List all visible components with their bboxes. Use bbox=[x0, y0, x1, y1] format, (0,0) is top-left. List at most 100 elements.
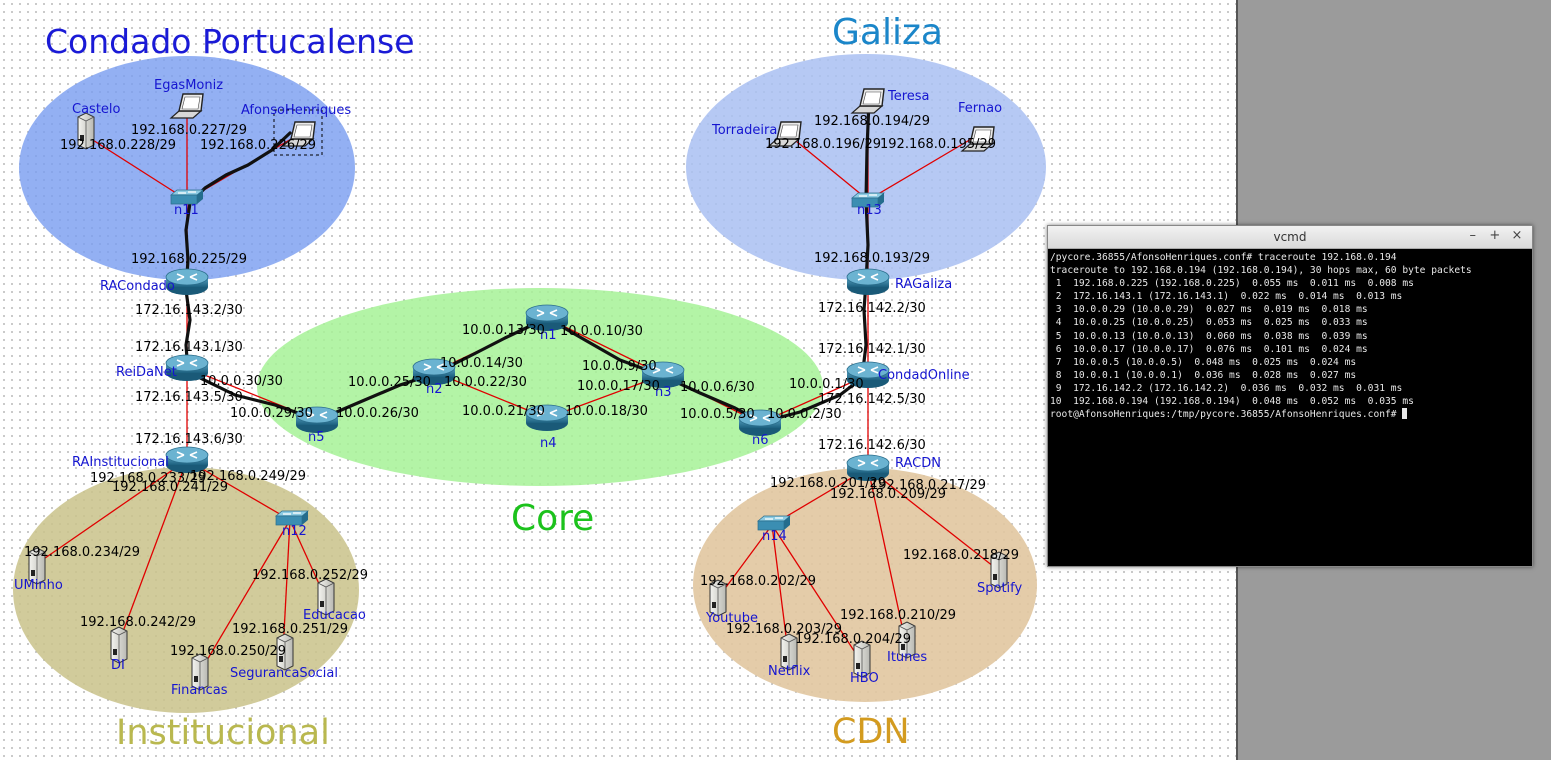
switch-n14[interactable] bbox=[757, 515, 791, 531]
terminal-line: 4 10.0.0.25 (10.0.0.25) 0.053 ms 0.025 m… bbox=[1050, 317, 1368, 329]
terminal-line: 5 10.0.0.13 (10.0.0.13) 0.060 ms 0.038 m… bbox=[1050, 330, 1368, 342]
node-label: Torradeira bbox=[711, 123, 777, 138]
address-label: 10.0.0.13/30 bbox=[462, 323, 545, 338]
address-label: 172.16.143.5/30 bbox=[135, 390, 243, 405]
address-label: 10.0.0.21/30 bbox=[462, 404, 545, 419]
condado-area-label: Condado Portucalense bbox=[45, 22, 415, 61]
address-label: 192.168.0.249/29 bbox=[190, 469, 306, 484]
address-label: 192.168.0.194/29 bbox=[814, 114, 930, 129]
terminal-line: 2 172.16.143.1 (172.16.143.1) 0.022 ms 0… bbox=[1050, 291, 1403, 303]
address-label: 192.168.0.203/29 bbox=[726, 622, 842, 637]
address-label: 192.168.0.195/29 bbox=[880, 137, 996, 152]
node-label: CondadOnline bbox=[878, 368, 970, 383]
address-label: 172.16.143.2/30 bbox=[135, 303, 243, 318]
node-label: HBO bbox=[850, 671, 879, 686]
address-label: 10.0.0.6/30 bbox=[680, 380, 755, 395]
node-label: n4 bbox=[540, 436, 557, 451]
address-label: 192.168.0.234/29 bbox=[24, 545, 140, 560]
terminal-cursor bbox=[1402, 408, 1408, 420]
address-label: 10.0.0.5/30 bbox=[680, 407, 755, 422]
address-label: 192.168.0.226/29 bbox=[200, 138, 316, 153]
terminal-line: 7 10.0.0.5 (10.0.0.5) 0.048 ms 0.025 ms … bbox=[1050, 356, 1357, 368]
address-label: 192.168.0.218/29 bbox=[903, 548, 1019, 563]
address-label: 172.16.143.6/30 bbox=[135, 432, 243, 447]
core-area-label: Core bbox=[511, 498, 594, 539]
address-label: 192.168.0.241/29 bbox=[112, 480, 228, 495]
node-label: ReiDaNet bbox=[116, 365, 177, 380]
node-label: n11 bbox=[174, 203, 199, 218]
node-label: AfonsoHenriques bbox=[241, 103, 351, 118]
node-label: Youtube bbox=[705, 611, 758, 626]
close-button[interactable]: × bbox=[1511, 228, 1523, 243]
address-label: 172.16.142.1/30 bbox=[818, 342, 926, 357]
node-label: Teresa bbox=[887, 89, 930, 104]
address-label: 10.0.0.14/30 bbox=[440, 356, 523, 371]
terminal-prompt: root@AfonsoHenriques:/tmp/pycore.36855/A… bbox=[1050, 409, 1403, 421]
terminal-line: 1 192.168.0.225 (192.168.0.225) 0.055 ms… bbox=[1050, 278, 1414, 290]
terminal-prompt-line[interactable]: root@AfonsoHenriques:/tmp/pycore.36855/A… bbox=[1050, 408, 1530, 421]
traceroute-path bbox=[184, 98, 871, 424]
window-title: vcmd bbox=[1273, 230, 1307, 244]
terminal-line: 3 10.0.0.29 (10.0.0.29) 0.027 ms 0.019 m… bbox=[1050, 304, 1368, 316]
node-label: EgasMoniz bbox=[154, 78, 223, 93]
address-label: 10.0.0.30/30 bbox=[200, 374, 283, 389]
terminal-line: traceroute to 192.168.0.194 (192.168.0.1… bbox=[1050, 265, 1472, 277]
node-label: SegurancaSocial bbox=[230, 666, 338, 681]
node-label: DI bbox=[111, 658, 125, 673]
node-label: UMinho bbox=[14, 578, 63, 593]
node-label: n14 bbox=[762, 529, 787, 544]
node-label: n2 bbox=[426, 382, 443, 397]
node-label: n12 bbox=[282, 524, 307, 539]
switch-n11[interactable] bbox=[170, 189, 204, 205]
address-label: 10.0.0.1/30 bbox=[789, 377, 864, 392]
address-label: 172.16.142.2/30 bbox=[818, 301, 926, 316]
address-label: 172.16.143.1/30 bbox=[135, 340, 243, 355]
node-label: n5 bbox=[308, 430, 325, 445]
address-label: 192.168.0.201/29 bbox=[770, 476, 886, 491]
address-label: 10.0.0.22/30 bbox=[444, 375, 527, 390]
router-ragaliza[interactable] bbox=[846, 268, 890, 296]
galiza-area-label: Galiza bbox=[832, 12, 943, 53]
window-titlebar[interactable]: vcmd – + × bbox=[1048, 226, 1532, 249]
address-label: 10.0.0.26/30 bbox=[336, 406, 419, 421]
node-label: RACDN bbox=[895, 456, 941, 471]
address-label: 10.0.0.17/30 bbox=[577, 379, 660, 394]
core-area[interactable] bbox=[257, 288, 823, 486]
terminal-line: 10 192.168.0.194 (192.168.0.194) 0.048 m… bbox=[1050, 396, 1414, 408]
vcmd-terminal-window[interactable]: vcmd – + × /pycore.36855/AfonsoHenriques… bbox=[1047, 225, 1533, 567]
terminal-line: /pycore.36855/AfonsoHenriques.conf# trac… bbox=[1050, 252, 1397, 263]
address-label: 192.168.0.225/29 bbox=[131, 252, 247, 267]
minimize-button[interactable]: – bbox=[1469, 228, 1476, 243]
node-label: Spotify bbox=[977, 581, 1023, 596]
address-label: 192.168.0.233/29 bbox=[90, 471, 206, 486]
node-label: Netflix bbox=[768, 664, 811, 679]
address-label: 192.168.0.227/29 bbox=[131, 123, 247, 138]
address-label: 10.0.0.9/30 bbox=[582, 359, 657, 374]
terminal-output[interactable]: /pycore.36855/AfonsoHenriques.conf# trac… bbox=[1048, 249, 1532, 423]
institucional-area[interactable] bbox=[13, 467, 359, 713]
node-labels: EgasMoniz Castelo AfonsoHenriques n11 RA… bbox=[14, 78, 1023, 698]
laptop-afonsohenriques[interactable] bbox=[273, 109, 323, 156]
address-label: 192.168.0.250/29 bbox=[170, 644, 286, 659]
address-label: 192.168.0.251/29 bbox=[232, 622, 348, 637]
network-topology[interactable]: Condado Portucalense Galiza Core Institu… bbox=[0, 0, 1236, 760]
address-label: 192.168.0.209/29 bbox=[830, 487, 946, 502]
terminal-line: 8 10.0.0.1 (10.0.0.1) 0.036 ms 0.028 ms … bbox=[1050, 369, 1357, 381]
node-label: Fernao bbox=[958, 101, 1002, 116]
node-label: Itunes bbox=[887, 650, 927, 665]
institucional-area-label: Institucional bbox=[116, 713, 330, 753]
address-label: 10.0.0.18/30 bbox=[565, 404, 648, 419]
address-label: 192.168.0.217/29 bbox=[870, 478, 986, 493]
address-label: 10.0.0.25/30 bbox=[348, 375, 431, 390]
node-label: RAGaliza bbox=[895, 277, 952, 292]
address-label: 192.168.0.242/29 bbox=[80, 615, 196, 630]
node-label: RACondado bbox=[100, 279, 175, 294]
node-label: RAInstitucional bbox=[72, 455, 169, 470]
address-label: 172.16.142.6/30 bbox=[818, 438, 926, 453]
terminal-line: 9 172.16.142.2 (172.16.142.2) 0.036 ms 0… bbox=[1050, 382, 1403, 394]
maximize-button[interactable]: + bbox=[1489, 228, 1501, 243]
address-label: 192.168.0.252/29 bbox=[252, 568, 368, 583]
cdn-area-label: CDN bbox=[832, 712, 910, 752]
switch-n12[interactable] bbox=[275, 510, 309, 526]
node-label: Educacao bbox=[303, 608, 366, 623]
